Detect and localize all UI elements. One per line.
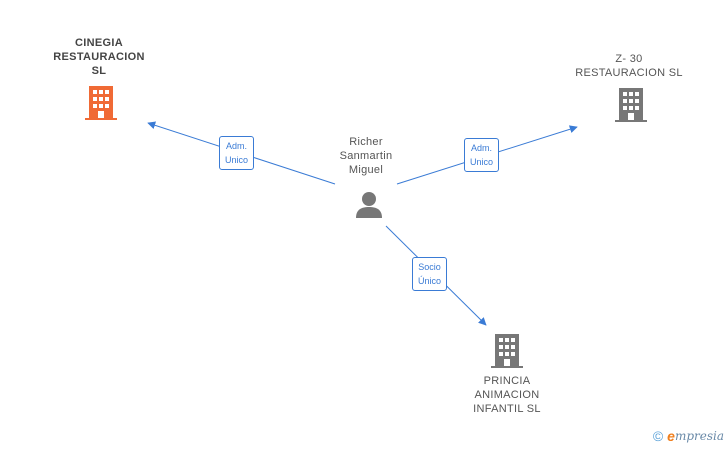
- node-label-z30[interactable]: Z- 30 RESTAURACION SL: [575, 53, 683, 79]
- node-label-person[interactable]: Richer Sanmartin Miguel: [339, 136, 393, 176]
- building-icon[interactable]: [615, 88, 647, 122]
- copyright-icon: ©: [652, 428, 664, 444]
- building-icon[interactable]: [491, 334, 523, 368]
- node-label-princia[interactable]: PRINCIA ANIMACION INFANTIL SL: [473, 375, 541, 415]
- node-label-cinegia[interactable]: CINEGIA RESTAURACION SL: [53, 37, 145, 77]
- edge-label-adm-unico-z30[interactable]: Adm. Unico: [464, 138, 500, 172]
- edge-label-socio-unico-princia[interactable]: Socio Único: [412, 257, 448, 291]
- brand-name: mpresia: [674, 429, 724, 443]
- building-icon[interactable]: [85, 86, 117, 120]
- brand-logo-letter: e: [667, 428, 675, 444]
- person-icon[interactable]: [354, 190, 384, 220]
- edge-label-adm-unico-cinegia[interactable]: Adm. Unico: [219, 136, 255, 170]
